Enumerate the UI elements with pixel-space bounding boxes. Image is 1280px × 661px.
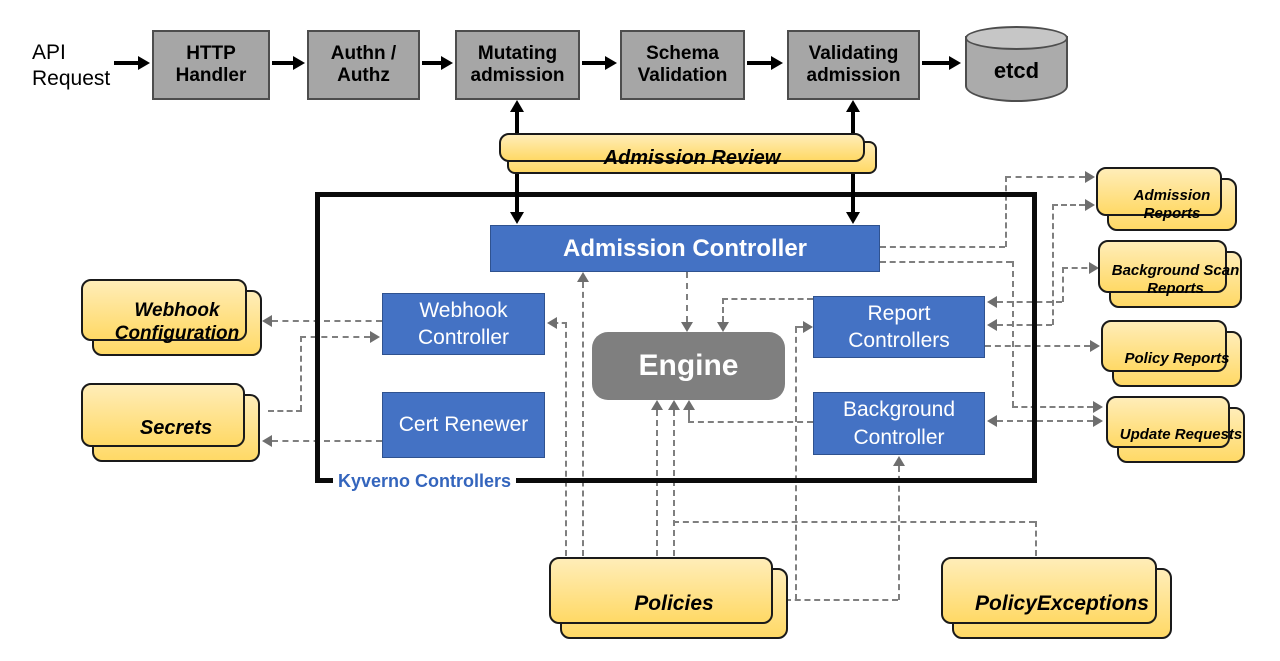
arrowhead — [262, 315, 272, 327]
connector — [1005, 176, 1085, 178]
arrowhead — [717, 322, 729, 332]
node-mutating-admission: Mutating admission — [455, 30, 580, 100]
connector — [673, 521, 1035, 523]
card-background-scan-reports: Background Scan Reports — [1098, 240, 1242, 308]
arrowhead — [651, 400, 663, 410]
connector — [1012, 261, 1014, 407]
api-request-label: API Request — [32, 41, 111, 91]
arrowhead — [547, 317, 557, 329]
arrowhead — [293, 56, 305, 70]
connector — [1012, 406, 1093, 408]
card-admission-reports: Admission Reports — [1096, 167, 1237, 231]
arrowhead — [1093, 401, 1103, 413]
node-report-controllers: Report Controllers — [813, 296, 985, 358]
connector — [300, 336, 302, 411]
arrowhead — [510, 100, 524, 112]
arrowhead — [987, 319, 997, 331]
connector — [272, 320, 382, 322]
arrowhead — [893, 456, 905, 466]
arrow-http-to-authn — [272, 61, 296, 65]
connector — [722, 298, 724, 322]
connector — [880, 246, 1005, 248]
connector — [686, 272, 688, 322]
arrowhead — [1089, 262, 1099, 274]
arrowhead — [138, 56, 150, 70]
node-webhook-controller: Webhook Controller — [382, 293, 545, 355]
node-engine: Engine — [592, 332, 785, 400]
card-policies: Policies — [549, 557, 788, 639]
arrow-validating-to-etcd — [922, 61, 951, 65]
etcd-label: etcd — [993, 58, 1040, 83]
card-update-requests: Update Requests — [1106, 396, 1245, 463]
connector — [1052, 204, 1054, 325]
arrowhead — [1090, 340, 1100, 352]
connector — [1052, 204, 1085, 206]
card-webhook-configuration: Webhook Configuration — [81, 279, 262, 356]
arrowhead — [949, 56, 961, 70]
arrowhead — [1085, 171, 1095, 183]
card-secrets: Secrets — [81, 383, 260, 462]
node-admission-controller: Admission Controller — [490, 225, 880, 272]
connector — [272, 440, 382, 442]
connector — [565, 322, 567, 556]
connector — [722, 298, 813, 300]
connector — [997, 301, 1062, 303]
connector — [553, 322, 567, 324]
node-cert-renewer: Cert Renewer — [382, 392, 545, 458]
connector — [1005, 176, 1007, 247]
arrowhead — [1093, 415, 1103, 427]
connector — [656, 410, 658, 556]
arrowhead — [987, 296, 997, 308]
connector — [688, 421, 813, 423]
connector — [1062, 267, 1097, 269]
arrowhead — [605, 56, 617, 70]
node-background-controller: Background Controller — [813, 392, 985, 455]
arrowhead — [803, 321, 813, 333]
node-validating-admission: Validating admission — [787, 30, 920, 100]
connector — [985, 345, 1090, 347]
arrowhead — [683, 400, 695, 410]
connector — [673, 410, 675, 556]
arrow-authn-to-mutating — [422, 61, 442, 65]
connector — [997, 324, 1052, 326]
node-schema-validation: Schema Validation — [620, 30, 745, 100]
node-http-handler: HTTP Handler — [152, 30, 270, 100]
admission-review-banner: Admission Review — [499, 133, 877, 174]
kyverno-controllers-box — [315, 192, 1037, 483]
arrowhead — [510, 212, 524, 224]
connector — [1035, 521, 1037, 556]
etcd-database-icon: etcd — [965, 26, 1068, 102]
arrowhead — [987, 415, 997, 427]
arrow-mutating-to-schema — [582, 61, 606, 65]
arrowhead — [262, 435, 272, 447]
arrowhead — [846, 212, 860, 224]
connector — [898, 466, 900, 600]
connector — [795, 326, 805, 328]
kyverno-controllers-label: Kyverno Controllers — [333, 471, 517, 492]
connector — [997, 420, 1093, 422]
arrowhead — [681, 322, 693, 332]
arrowhead — [771, 56, 783, 70]
connector — [880, 261, 1012, 263]
arrowhead — [577, 272, 589, 282]
card-policy-reports: Policy Reports — [1101, 320, 1242, 387]
arrowhead — [668, 400, 680, 410]
connector — [582, 282, 584, 556]
arrowhead — [441, 56, 453, 70]
arrowhead — [370, 331, 380, 343]
arrowhead — [1085, 199, 1095, 211]
etcd-cylinder-lid — [965, 26, 1068, 50]
connector — [1062, 267, 1064, 302]
arrow-schema-to-validating — [747, 61, 773, 65]
connector — [688, 410, 690, 422]
node-authn-authz: Authn / Authz — [307, 30, 420, 100]
connector — [268, 410, 302, 412]
connector — [300, 336, 370, 338]
connector — [785, 599, 898, 601]
arrowhead — [846, 100, 860, 112]
card-policy-exceptions: PolicyExceptions — [941, 557, 1172, 639]
connector — [795, 327, 797, 600]
arrow-api-to-http — [114, 61, 140, 65]
